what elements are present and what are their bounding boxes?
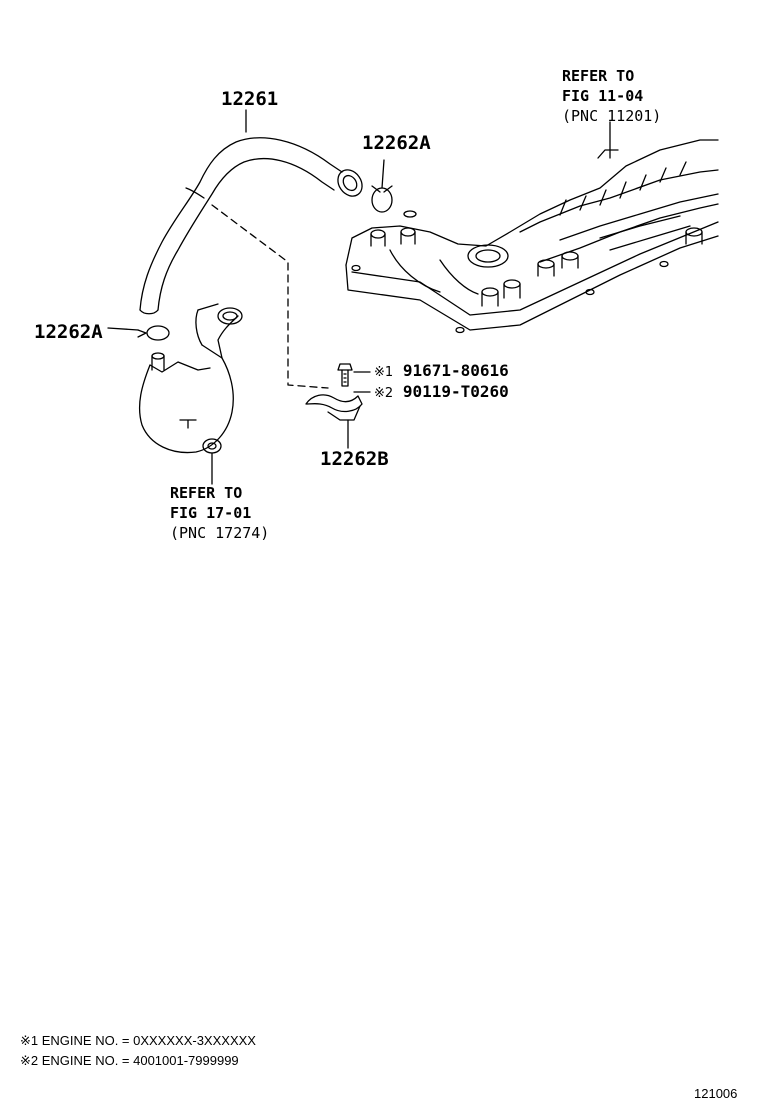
guide-line (211, 204, 329, 389)
ref-head-cover-line2: FIG 11-04 (562, 87, 644, 105)
label-part-12262a-top: 12262A (362, 132, 431, 154)
ref-head-cover: REFER TO FIG 11-04 (PNC 11201) (562, 66, 661, 126)
bolt-callout-2: ※2 90119-T0260 (374, 382, 509, 401)
hose-12261 (139, 137, 363, 315)
bolt-bracket (305, 363, 371, 449)
ref-water-outlet-line3: (PNC 17274) (170, 524, 270, 542)
bolt-part-1: 91671-80616 (402, 361, 509, 380)
bolt-part-2: 90119-T0260 (402, 382, 509, 401)
ref-water-outlet-line1: REFER TO (170, 484, 243, 502)
ref-water-outlet: REFER TO FIG 17-01 (PNC 17274) (170, 483, 269, 543)
clamp-top-12262a (371, 159, 393, 213)
figure-code: 121006 (694, 1086, 738, 1101)
bolt-mark-2: ※2 (374, 386, 394, 401)
label-part-12262a-left: 12262A (34, 321, 103, 343)
bolt-mark-1: ※1 (374, 365, 394, 380)
clamp-left-12262a (107, 325, 170, 341)
engine-note-1: ※1 ENGINE NO. = 0XXXXXX-3XXXXXX (20, 1033, 256, 1048)
water-outlet (138, 303, 243, 485)
label-part-12262b: 12262B (320, 448, 389, 470)
ref-water-outlet-line2: FIG 17-01 (170, 504, 252, 522)
engine-note-2: ※2 ENGINE NO. = 4001001-7999999 (20, 1053, 239, 1068)
ref-head-cover-line1: REFER TO (562, 67, 635, 85)
head-cover (345, 139, 719, 334)
bolt-callout-1: ※1 91671-80616 (374, 361, 509, 380)
label-part-12261: 12261 (221, 88, 279, 110)
ref-head-cover-line3: (PNC 11201) (562, 107, 662, 125)
